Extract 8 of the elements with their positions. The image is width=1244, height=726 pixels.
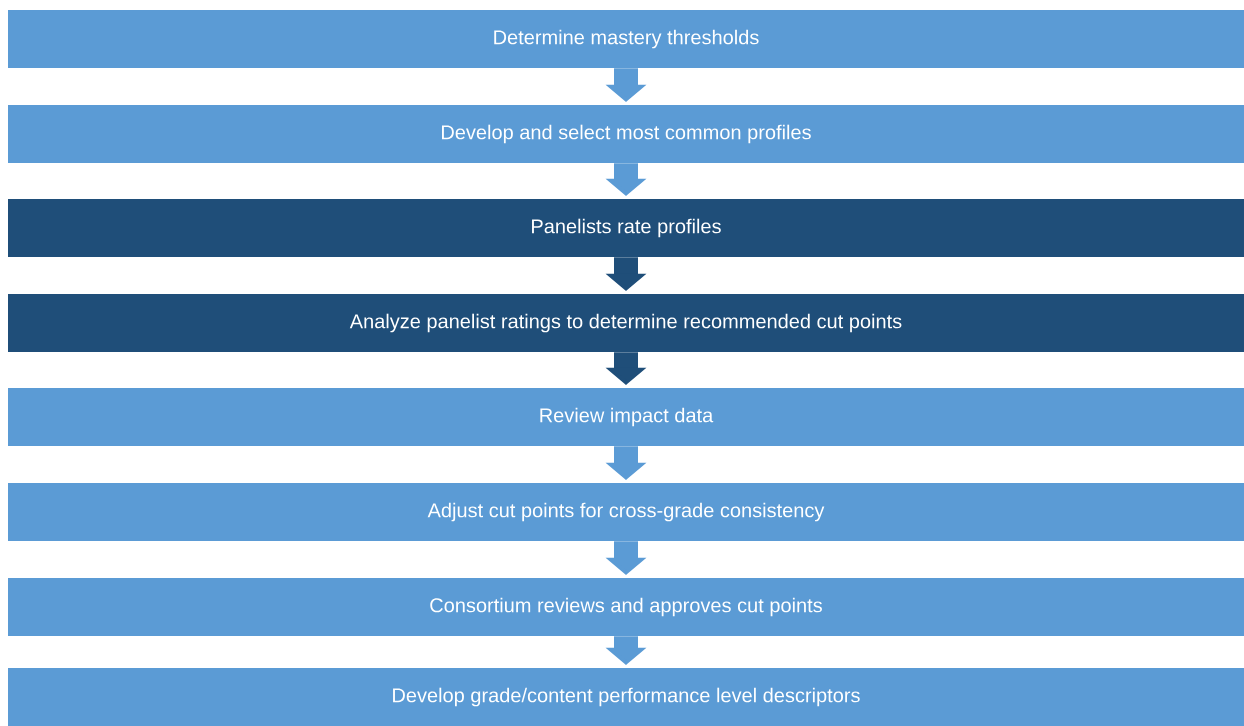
step-box: Consortium reviews and approves cut points [8,578,1244,636]
step-box: Develop and select most common profiles [8,105,1244,163]
step-box: Review impact data [8,388,1244,446]
step-box: Panelists rate profiles [8,199,1244,257]
step-box: Develop grade/content performance level descriptors [8,668,1244,726]
step-box: Analyze panelist ratings to determine recommended cut points [8,294,1244,352]
step-box: Determine mastery thresholds [8,10,1244,68]
step-box: Adjust cut points for cross-grade consistency [8,483,1244,541]
